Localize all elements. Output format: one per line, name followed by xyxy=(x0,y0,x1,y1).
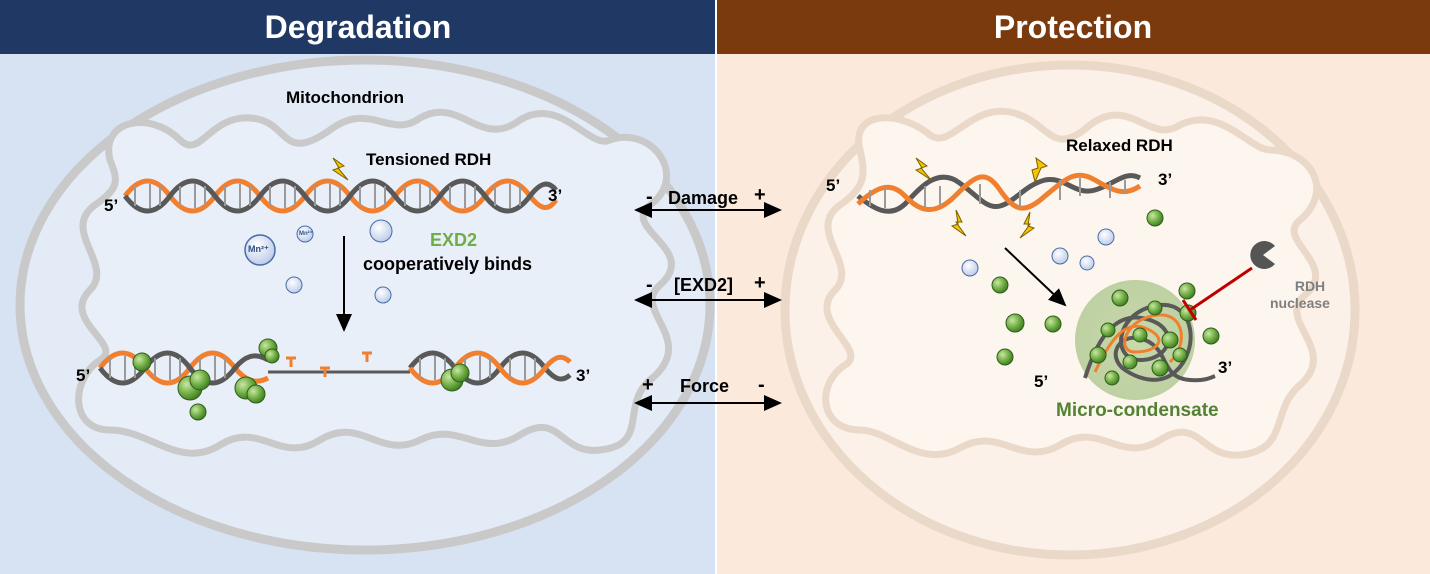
exd2-plus-sign: + xyxy=(754,272,766,294)
five-prime-label-right-bottom: 5’ xyxy=(1034,372,1049,391)
panel-divider xyxy=(715,0,717,574)
tensioned-rdh-label: Tensioned RDH xyxy=(366,150,492,169)
exd2-minus-sign: - xyxy=(646,274,653,296)
five-prime-label-right: 5’ xyxy=(826,176,841,195)
right-mitochondrion-outline xyxy=(780,60,1360,560)
relaxed-rdh-label: Relaxed RDH xyxy=(1066,136,1173,155)
force-label: Force xyxy=(680,376,730,396)
cooperatively-binds-label: cooperatively binds xyxy=(363,254,533,274)
exd2-label: EXD2 xyxy=(430,230,478,250)
damage-bolt-icons-right xyxy=(914,156,1049,239)
three-prime-label: 3’ xyxy=(548,186,563,205)
three-prime-label-bottom: 3’ xyxy=(576,366,591,385)
inhibition-line xyxy=(1181,266,1253,321)
mitochondrion-label: Mitochondrion xyxy=(286,88,405,107)
damage-bolt-icon xyxy=(331,157,349,181)
exd2-protein-icons-right xyxy=(991,209,1220,366)
mn-ion-label: Mn²⁺ xyxy=(248,244,269,254)
five-prime-label: 5’ xyxy=(104,196,119,215)
condensation-arrow xyxy=(1004,247,1067,307)
tensioned-rdh-helix xyxy=(123,178,559,214)
damage-plus-sign: + xyxy=(754,184,766,206)
three-prime-label-right: 3’ xyxy=(1158,170,1173,189)
force-plus-sign: + xyxy=(642,374,654,396)
relaxed-rdh-helix xyxy=(856,172,1142,214)
exd2-protein-icons-left xyxy=(132,338,470,421)
three-prime-label-right-bottom: 3’ xyxy=(1218,358,1233,377)
mn-ion-icons xyxy=(244,219,393,304)
protection-title: Protection xyxy=(716,0,1430,54)
damage-label: Damage xyxy=(668,188,739,208)
force-minus-sign: - xyxy=(758,374,765,396)
rdh-nuclease-label-line2: nuclease xyxy=(1270,295,1330,311)
damage-minus-sign: - xyxy=(646,186,653,208)
micro-condensate xyxy=(1075,280,1216,400)
rdh-nuclease-label-line1: RDH xyxy=(1294,278,1326,294)
center-regulation-arrows xyxy=(634,202,782,411)
micro-condensate-label: Micro-condensate xyxy=(1056,400,1219,421)
five-prime-label-bottom: 5’ xyxy=(76,366,91,385)
mn-ion-icons-right xyxy=(961,228,1115,277)
mn-ion-label-small: Mn²⁺ xyxy=(299,231,313,237)
left-mitochondrion-outline xyxy=(15,55,715,555)
exd2-concentration-label: [EXD2] xyxy=(674,275,734,295)
rdh-nuclease-icon xyxy=(1250,241,1275,269)
degradation-title: Degradation xyxy=(0,0,716,54)
released-nucleotide-icons xyxy=(286,351,372,377)
